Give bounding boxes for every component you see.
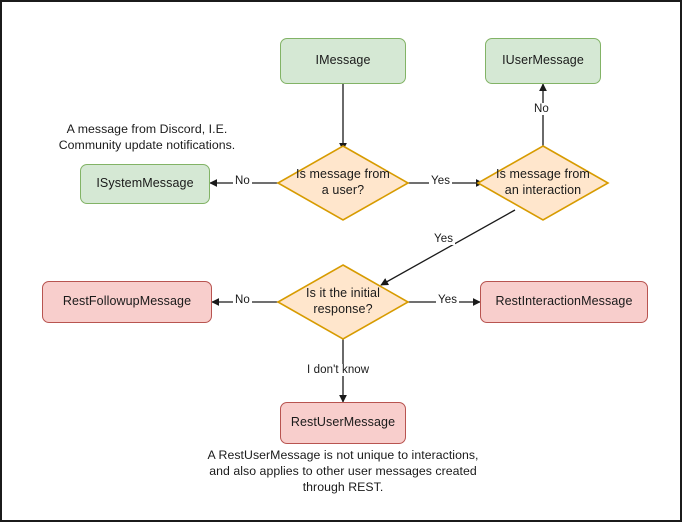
node-isystemmessage[interactable]: ISystemMessage bbox=[80, 164, 210, 204]
node-isystemmessage-label: ISystemMessage bbox=[96, 176, 194, 191]
node-restfollowupmessage[interactable]: RestFollowupMessage bbox=[42, 281, 212, 323]
node-restusermessage-label: RestUserMessage bbox=[290, 415, 396, 430]
note-rest-user-message: A RestUserMessage is not unique to inter… bbox=[207, 448, 479, 495]
decision-from-user-label: Is message from a user? bbox=[296, 167, 390, 197]
decision-initial-response-shape bbox=[276, 264, 410, 340]
edge-label-from-interaction-no: No bbox=[532, 103, 551, 115]
decision-initial-response-label: Is it the initial response? bbox=[306, 286, 380, 316]
node-iusermessage[interactable]: IUserMessage bbox=[485, 38, 601, 84]
edge-label-from-user-no: No bbox=[233, 175, 252, 187]
edge-label-initial-yes: Yes bbox=[436, 294, 460, 306]
edge-label-initial-no: No bbox=[233, 294, 252, 306]
note-system-message: A message from Discord, I.E. Community u… bbox=[58, 122, 236, 153]
node-restusermessage[interactable]: RestUserMessage bbox=[280, 402, 406, 444]
edge-label-from-user-yes: Yes bbox=[429, 175, 453, 187]
node-restinteractionmessage[interactable]: RestInteractionMessage bbox=[480, 281, 648, 323]
node-restinteractionmessage-label: RestInteractionMessage bbox=[495, 294, 633, 309]
node-restfollowupmessage-label: RestFollowupMessage bbox=[62, 294, 192, 309]
decision-from-user-shape bbox=[276, 145, 410, 221]
decision-from-interaction[interactable]: Is message from an interaction bbox=[476, 145, 610, 221]
decision-from-user[interactable]: Is message from a user? bbox=[276, 145, 410, 221]
node-imessage[interactable]: IMessage bbox=[280, 38, 406, 84]
edge-label-initial-unknown: I don't know bbox=[305, 364, 372, 376]
decision-initial-response[interactable]: Is it the initial response? bbox=[276, 264, 410, 340]
edge-label-from-interaction-yes: Yes bbox=[432, 233, 456, 245]
node-imessage-label: IMessage bbox=[315, 53, 371, 68]
decision-from-interaction-label: Is message from an interaction bbox=[496, 167, 590, 197]
node-iusermessage-label: IUserMessage bbox=[502, 53, 584, 68]
decision-from-interaction-shape bbox=[476, 145, 610, 221]
